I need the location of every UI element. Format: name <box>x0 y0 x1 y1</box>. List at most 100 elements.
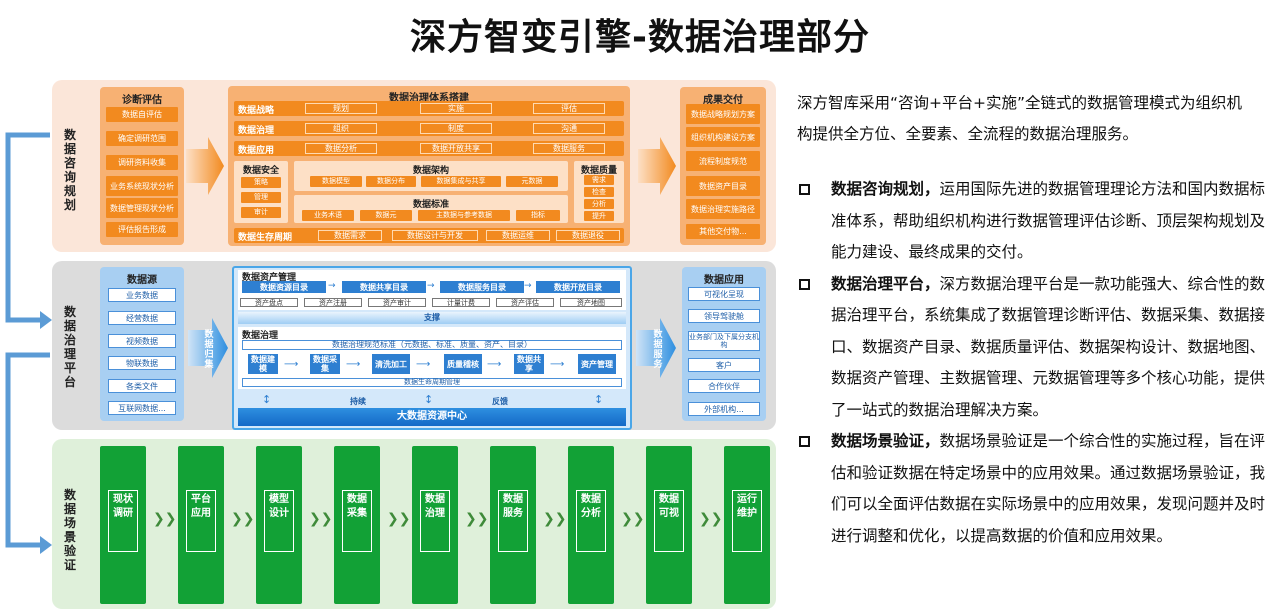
app-item: 合作伙伴 <box>688 379 760 393</box>
source-item: 业务数据 <box>108 288 176 302</box>
std-cell: 业务术语 <box>302 210 354 221</box>
diag-item: 调研资料收集 <box>106 155 178 170</box>
scenario-step-label: 现状调研 <box>108 490 138 552</box>
row-label: 数据战略 <box>238 106 275 116</box>
gov-lifecycle: 数据生命周期管理 <box>242 378 622 387</box>
point-head: 数据场景验证， <box>831 432 940 450</box>
scenario-step-label: 模型设计 <box>264 490 294 552</box>
square-bullet-icon <box>799 184 810 195</box>
lifecycle-row <box>234 228 624 243</box>
asset-cell: 资产注册 <box>304 298 362 307</box>
row-cell: 数据开放共享 <box>420 143 492 154</box>
security-cell: 审计 <box>241 207 281 218</box>
delivery-item: 其他交付物... <box>686 224 760 239</box>
bigdata-center: 大数据资源中心 <box>238 408 626 426</box>
app-item: 客户 <box>688 358 760 372</box>
row-cell: 数据分析 <box>305 143 377 154</box>
diag-item: 评估报告形成 <box>106 222 178 237</box>
scenario-step-label: 数据治理 <box>420 490 450 552</box>
arrow-right-icon: ⟶ <box>550 359 565 370</box>
security-cell: 管理 <box>241 192 281 203</box>
feedback-label: 反馈 <box>492 397 508 406</box>
row-cell: 实施 <box>420 103 492 114</box>
delivery-title: 成果交付 <box>703 95 743 106</box>
arch-cell: 数据集成与共享 <box>421 176 501 187</box>
system-title: 数据治理体系搭建 <box>389 93 469 104</box>
scenario-step-label: 数据服务 <box>498 490 528 552</box>
point-head: 数据咨询规划， <box>831 180 940 198</box>
quality-cell: 检查 <box>584 187 614 197</box>
point-body: 深方数据治理平台是一款功能强大、综合性的数据治理平台，系统集成了数据管理诊断评估… <box>831 274 1266 419</box>
source-item: 物联数据 <box>108 356 176 370</box>
connector-arrows <box>5 132 52 554</box>
governance-row <box>234 121 624 136</box>
asset-flow-item: 数据共享目录 <box>342 281 426 293</box>
point-body: 数据场景验证是一个综合性的实施过程，旨在评估和验证数据在特定场景中的应用效果。通… <box>831 432 1266 545</box>
source-title: 数据源 <box>127 275 157 286</box>
double-arrow-icon: ↕ <box>262 393 272 406</box>
asset-cell: 资产评估 <box>496 298 554 307</box>
source-item: 经营数据 <box>108 311 176 325</box>
points-list: 数据咨询规划，运用国际先进的数据管理理论方法和国内数据标准体系，帮助组织机构进行… <box>797 174 1267 552</box>
row-cell: 数据需求 <box>318 230 382 241</box>
app-item: 外部机构... <box>688 402 760 416</box>
collect-arrow-icon <box>188 318 228 378</box>
consult-label: 数据咨询规划 <box>63 128 76 212</box>
quality-title: 数据质量 <box>580 166 617 176</box>
support-label: 支撑 <box>424 313 440 322</box>
arrow-right-icon: ⟶ <box>416 359 431 370</box>
source-item: 视频数据 <box>108 334 176 348</box>
asset-title: 数据资产管理 <box>242 273 297 283</box>
row-cell: 评估 <box>533 103 605 114</box>
quality-cell: 需求 <box>584 175 614 185</box>
chevron-right-icon: ❯❯ <box>231 511 255 527</box>
support-band <box>238 312 626 324</box>
application-row <box>234 141 624 156</box>
scenario-step-label: 数据可视 <box>654 490 684 552</box>
quality-cell: 提升 <box>584 211 614 221</box>
asset-cell: 资产审计 <box>368 298 426 307</box>
gov-subtitle: 数据治理规范标准（元数据、标准、质量、资产、目录） <box>242 340 622 350</box>
point-head: 数据治理平台， <box>831 274 940 293</box>
source-item: 各类文件 <box>108 379 176 393</box>
row-cell: 沟通 <box>533 123 605 134</box>
asset-cell: 资产盘点 <box>240 298 298 307</box>
app-title: 数据应用 <box>704 275 744 286</box>
diag-item: 数据自评估 <box>106 107 178 122</box>
arrow-right-icon: ⟶ <box>284 359 299 370</box>
asset-flow-item: 数据资源目录 <box>242 281 326 293</box>
delivery-item: 数据治理实施路径 <box>686 199 760 219</box>
delivery-item: 数据战略规划方案 <box>686 104 760 124</box>
row-cell: 数据服务 <box>533 143 605 154</box>
double-arrow-icon: ↕ <box>424 393 434 406</box>
delivery-item: 流程制度规范 <box>686 151 760 171</box>
arrow-right-icon <box>638 137 676 195</box>
chevron-right-icon: ❯❯ <box>699 511 723 527</box>
scenario-label: 数据场景验证 <box>63 488 76 572</box>
asset-cell: 计量计费 <box>432 298 490 307</box>
scenario-step-label: 数据分析 <box>576 490 606 552</box>
security-title: 数据安全 <box>242 166 279 176</box>
point-item: 数据咨询规划，运用国际先进的数据管理理论方法和国内数据标准体系，帮助组织机构进行… <box>797 174 1267 269</box>
gov-flow-item: 数据采集 <box>310 354 340 374</box>
app-item: 可视化呈现 <box>688 287 760 301</box>
diag-item: 业务系统现状分析 <box>106 176 178 196</box>
double-arrow-icon: ↕ <box>594 393 604 406</box>
row-cell: 数据设计与开发 <box>392 230 478 241</box>
platform-label: 数据治理平台 <box>63 305 76 389</box>
square-bullet-icon <box>799 278 810 290</box>
arrow-right-icon: → <box>524 281 532 291</box>
std-cell: 主数据与参考数据 <box>418 210 510 221</box>
scenario-step-label: 运行维护 <box>732 490 762 552</box>
arrow-right-icon: ⟶ <box>346 359 361 370</box>
security-cell: 策略 <box>241 177 281 188</box>
chevron-right-icon: ❯❯ <box>621 511 645 527</box>
scenario-step-label: 数据采集 <box>342 490 372 552</box>
std-cell: 指标 <box>516 210 560 221</box>
row-cell: 制度 <box>420 123 492 134</box>
intro-text: 深方智库采用“咨询+平台+实施”全链式的数据管理模式为组织机构提供全方位、全要素… <box>797 94 1243 143</box>
source-item: 互联网数据... <box>108 401 176 415</box>
chevron-right-icon: ❯❯ <box>387 511 411 527</box>
point-item: 数据治理平台，深方数据治理平台是一款功能强大、综合性的数据治理平台，系统集成了数… <box>797 269 1267 427</box>
chevron-right-icon: ❯❯ <box>309 511 333 527</box>
